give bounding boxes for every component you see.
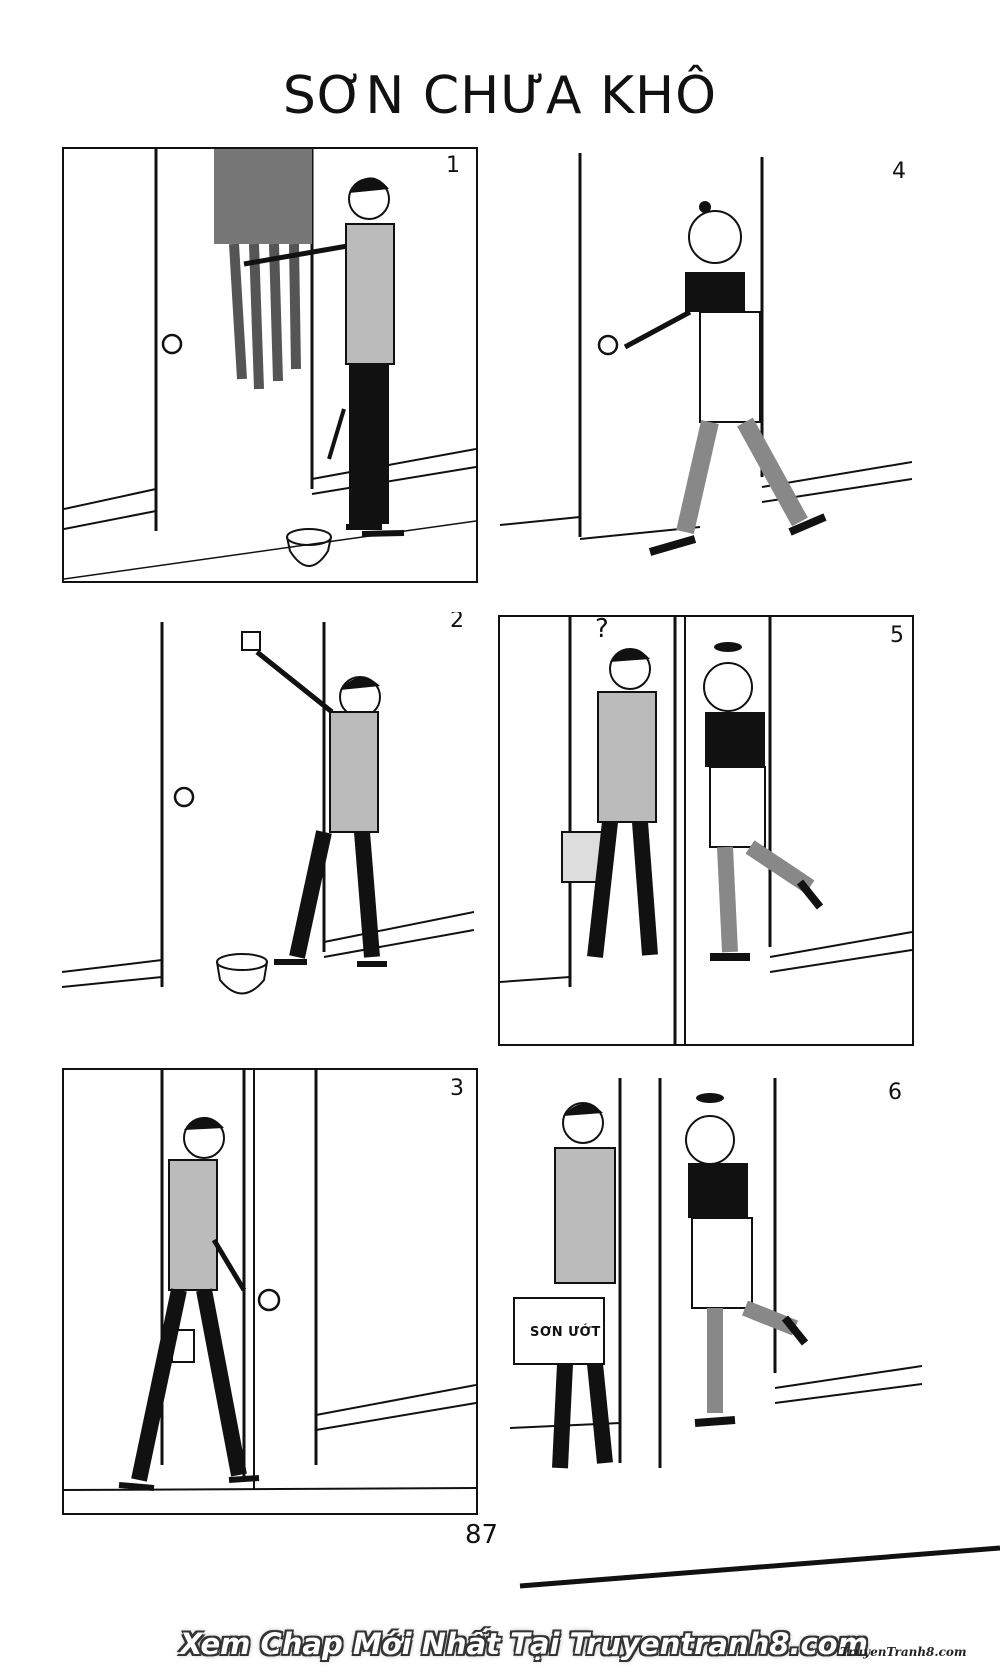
wet-paint-sign: SƠN ƯỚT (530, 1325, 601, 1340)
panel-number: 5 (890, 623, 904, 648)
panel-2-illustration (62, 622, 474, 995)
panel-number: 6 (888, 1080, 902, 1105)
page-title: SƠN CHƯA KHÔ (282, 66, 718, 126)
comic-panel-3: 3 (62, 1068, 478, 1515)
panel-1-illustration (64, 149, 476, 580)
panel-number: 4 (892, 159, 906, 184)
panel-number: 1 (446, 153, 460, 178)
comic-panel-1: 1 (62, 147, 478, 583)
comic-panel-6: SƠN ƯỚT 6 (510, 1068, 922, 1488)
panel-number: 3 (450, 1076, 464, 1101)
panel-5-illustration: ? (500, 617, 912, 1044)
comic-panel-5: ? 5 (498, 615, 914, 1046)
panel-4-illustration (500, 153, 912, 556)
comic-panel-4: 4 (500, 147, 912, 579)
svg-text:?: ? (595, 617, 609, 644)
comic-panel-2: 2 (62, 612, 474, 1032)
panel-3-illustration (64, 1070, 476, 1491)
footer-banner: Xem Chap Mới Nhất Tại Truyentranh8.com (180, 1627, 868, 1661)
page-number: 87 (465, 1520, 499, 1550)
panel-number: 2 (450, 612, 464, 633)
bottom-rule (519, 1545, 1000, 1589)
watermark-logo: TruyenTranh8.com (840, 1645, 967, 1659)
panel-6-illustration (510, 1078, 922, 1469)
